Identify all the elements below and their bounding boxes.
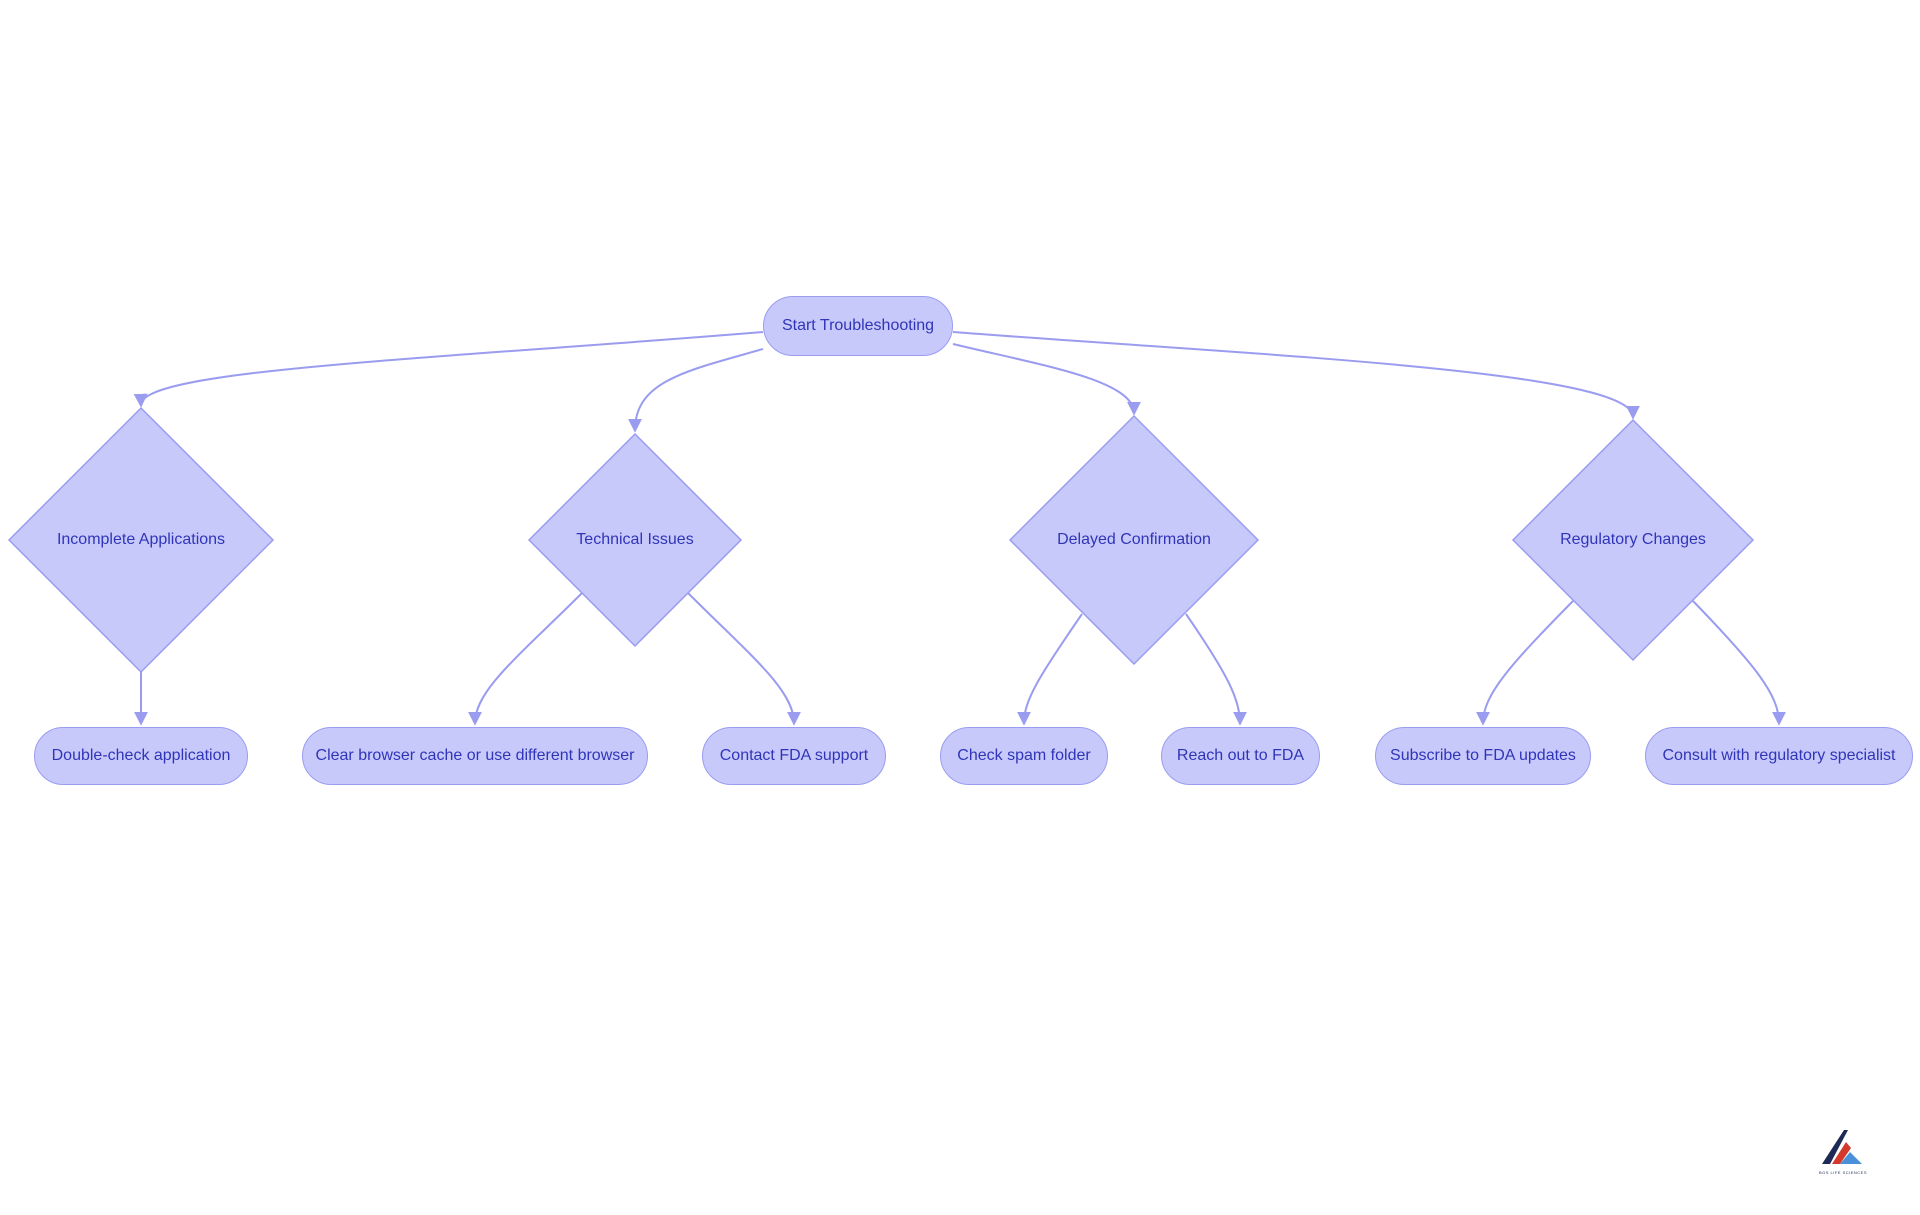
edges-layer <box>133 331 1786 726</box>
delayed-confirmation-label: Delayed Confirmation <box>1057 531 1211 548</box>
consult-node[interactable]: Consult with regulatory specialist <box>1645 727 1913 785</box>
edge-start-regulatory <box>952 331 1640 420</box>
decision-diamond-technical[interactable] <box>527 432 743 648</box>
spam-folder-node[interactable]: Check spam folder <box>940 727 1108 785</box>
edge-regulatory-subscribe <box>1476 600 1574 726</box>
technical-issues-label: Technical Issues <box>576 531 694 548</box>
edge-start-technical <box>628 348 764 433</box>
decision-diamond-incomplete[interactable] <box>7 406 275 674</box>
start-node[interactable]: Start Troubleshooting <box>763 296 953 356</box>
contact-support-node[interactable]: Contact FDA support <box>702 727 886 785</box>
edge-start-delayed <box>952 343 1141 416</box>
edge-technical-contact-support <box>687 592 801 726</box>
edge-delayed-spam <box>1017 613 1083 726</box>
edge-regulatory-consult <box>1692 600 1786 726</box>
clear-cache-node[interactable]: Clear browser cache or use different bro… <box>302 727 648 785</box>
edge-start-incomplete <box>133 331 764 408</box>
edge-technical-clear-cache <box>468 592 583 726</box>
decision-diamond-regulatory[interactable] <box>1511 418 1755 662</box>
double-check-node[interactable]: Double-check application <box>34 727 248 785</box>
decision-nodes-layer <box>7 406 1755 674</box>
logo-text: BGS LIFE SCIENCES <box>1818 1170 1868 1175</box>
regulatory-changes-label: Regulatory Changes <box>1560 531 1706 548</box>
subscribe-node[interactable]: Subscribe to FDA updates <box>1375 727 1591 785</box>
incomplete-applications-label: Incomplete Applications <box>56 531 226 548</box>
company-logo-icon <box>1822 1130 1862 1164</box>
edge-delayed-reach-out <box>1185 613 1247 726</box>
decision-diamond-delayed[interactable] <box>1008 414 1260 666</box>
reach-out-node[interactable]: Reach out to FDA <box>1161 727 1320 785</box>
